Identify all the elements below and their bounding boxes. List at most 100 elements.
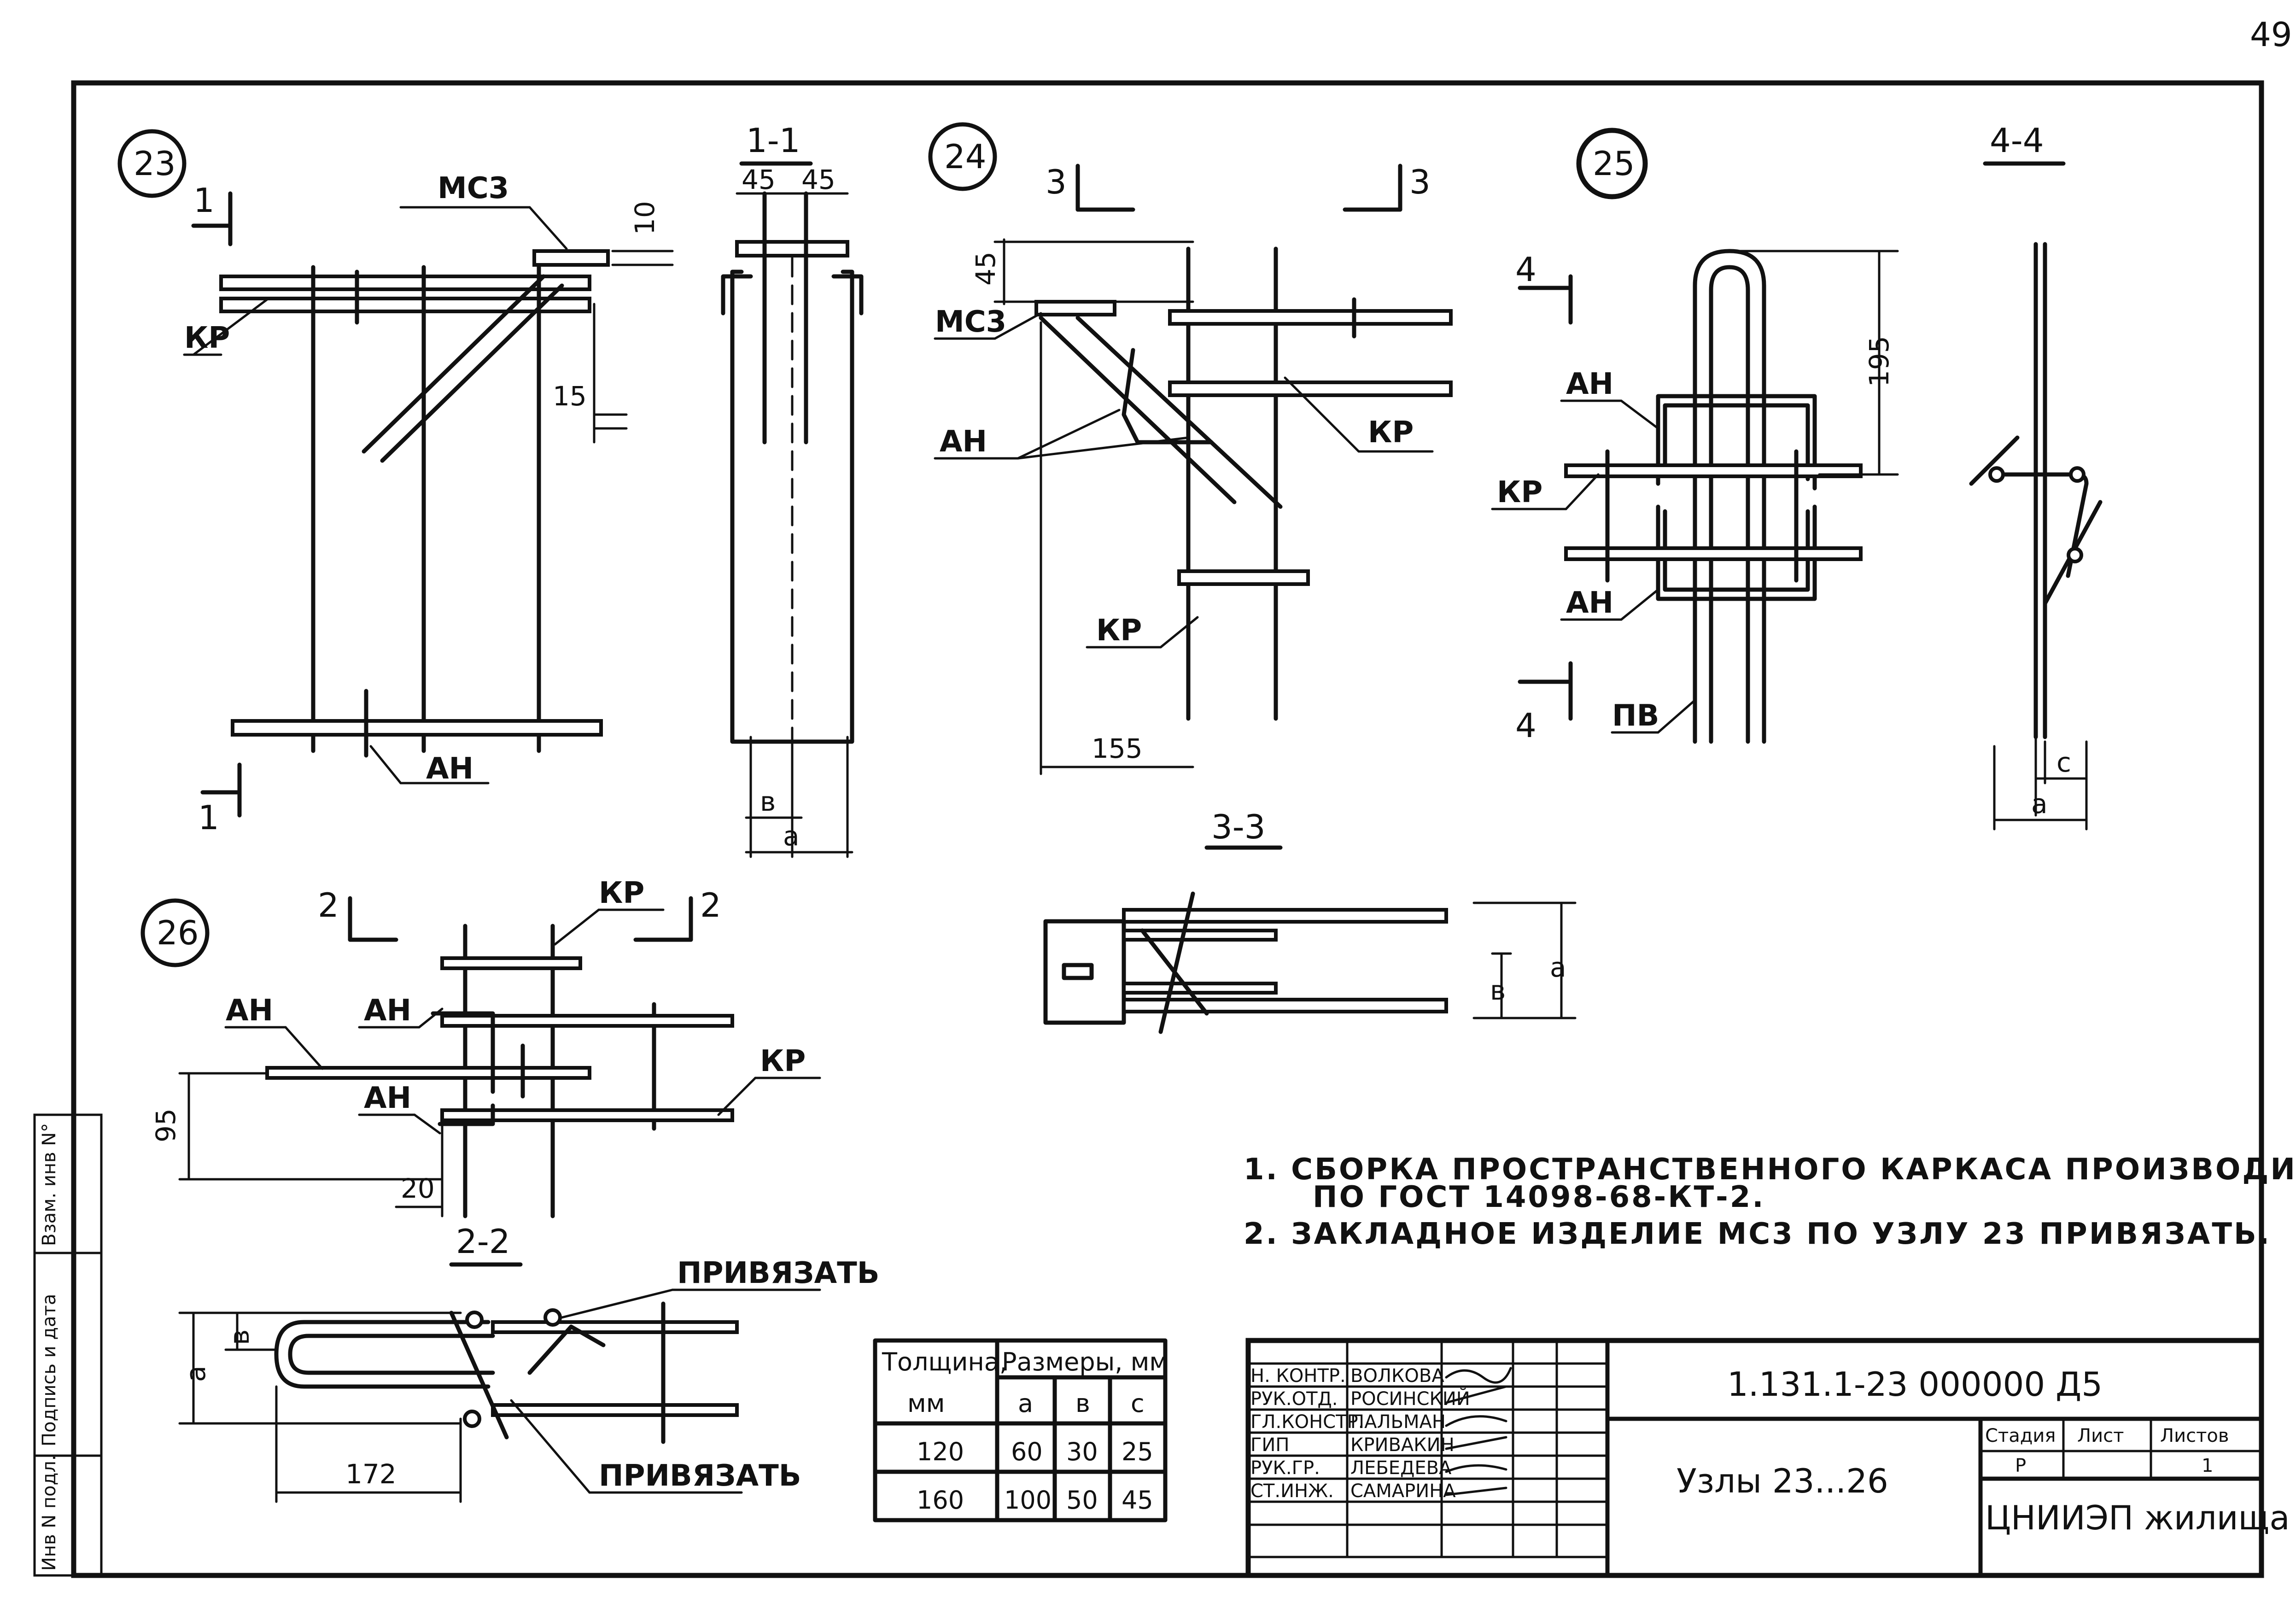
note-1-cont: ПО ГОСТ 14098-68-КТ-2.	[1313, 1180, 1765, 1214]
node-26-kr-top: КР	[599, 876, 644, 910]
node-24-label: 24	[944, 137, 987, 176]
table-row1-c: 25	[1122, 1437, 1153, 1466]
stamp-name-1: ВОЛКОВА	[1350, 1365, 1444, 1387]
page-number: 49	[2250, 15, 2292, 54]
node-23-an: АН	[426, 752, 473, 786]
section-2-2-dim-b: в	[224, 1329, 255, 1345]
section-1-1: 1-1 45 45 в а	[721, 121, 864, 858]
node-26-dim-20: 20	[401, 1173, 435, 1204]
node-24-kr-top: КР	[1368, 416, 1414, 450]
stamp-org: ЦНИИЭП жилища	[1985, 1498, 2290, 1537]
stamp-code: 1.131.1-23 000000 Д5	[1727, 1365, 2103, 1404]
table-row2-c: 45	[1122, 1486, 1153, 1515]
table-row2-a: 100	[1004, 1486, 1052, 1515]
section-3-3-title: 3-3	[1211, 808, 1266, 846]
node-23-dim-15: 15	[553, 380, 587, 412]
stamp-role-1: Н. КОНТР.	[1250, 1365, 1346, 1387]
section-1-1-dim-b: в	[760, 786, 776, 817]
node-25-an-bottom: АН	[1566, 586, 1613, 620]
node-26-an-left: АН	[226, 994, 273, 1028]
section-2-2-dim-172: 172	[345, 1458, 397, 1490]
section-1-1-title: 1-1	[746, 121, 800, 160]
note-1: 1. СБОРКА ПРОСТРАНСТВЕННОГО КАРКАСА ПРОИ…	[1244, 1152, 2296, 1187]
section-1-1-dim-45a: 45	[742, 164, 776, 195]
table-col-c: с	[1131, 1389, 1145, 1418]
node-26-dim-95: 95	[150, 1108, 181, 1142]
cut-1-top: 1	[193, 181, 215, 220]
node-25-kr: КР	[1497, 475, 1542, 509]
sheet-frame	[71, 80, 2264, 1578]
table-head-thickness-unit: мм	[907, 1389, 945, 1418]
node-26-label: 26	[157, 913, 199, 952]
node-25-pv: ПВ	[1612, 699, 1659, 733]
table-col-a: а	[1018, 1389, 1033, 1418]
node-24-dim-45: 45	[970, 252, 1001, 286]
stamp-name-5: ЛЕБЕДЕВА	[1350, 1458, 1452, 1479]
table-col-b: в	[1075, 1389, 1090, 1418]
cut-2-right: 2	[700, 886, 721, 925]
node-25: 25 4 4 АН КР АН ПВ 195	[1491, 128, 1899, 745]
stamp-name-6: САМАРИНА	[1350, 1481, 1456, 1502]
table-row1-b: 30	[1066, 1437, 1098, 1466]
note-2: 2. ЗАКЛАДНОЕ ИЗДЕЛИЕ МС3 ПО УЗЛУ 23 ПРИВ…	[1244, 1217, 2271, 1251]
node-26: 26 2 2 КР АН АН КР АН	[140, 876, 821, 1218]
stamp-sheets: 1	[2202, 1455, 2213, 1476]
stamp-role-4: ГИП	[1250, 1434, 1289, 1456]
cut-2-left: 2	[318, 886, 339, 925]
node-25-dim-195: 195	[1864, 336, 1895, 387]
cut-3-left: 3	[1046, 163, 1067, 201]
table-row2-b: 50	[1066, 1486, 1098, 1515]
stamp-role-6: СТ.ИНЖ.	[1250, 1481, 1334, 1502]
table-head-sizes: Размеры, мм	[1002, 1347, 1168, 1376]
size-table: Толщина, мм Размеры, мм а в с 120 60 30 …	[873, 1338, 1168, 1522]
section-2-2-title: 2-2	[456, 1222, 510, 1261]
node-26-kr-right: КР	[760, 1044, 806, 1078]
stamp-stage: Р	[2015, 1455, 2026, 1476]
section-1-1-dim-a: а	[783, 820, 800, 852]
section-2-2-dim-a: а	[180, 1365, 211, 1382]
table-row1-t: 120	[917, 1437, 964, 1466]
stamp-sheets-label: Листов	[2160, 1425, 2229, 1446]
section-3-3: 3-3 а в	[1043, 808, 1577, 1034]
stamp-name-3: ПАЛЬМАН	[1350, 1411, 1446, 1433]
strip-sign-label: Подпись и дата	[39, 1294, 60, 1446]
cut-4-top: 4	[1515, 250, 1537, 289]
stamp-sheet-label: Лист	[2077, 1425, 2124, 1446]
stamp-stage-label: Стадия	[1985, 1425, 2056, 1446]
section-2-2-privyazat-bottom: ПРИВЯЗАТЬ	[599, 1459, 801, 1493]
table-row1-a: 60	[1011, 1437, 1043, 1466]
node-25-label: 25	[1593, 144, 1635, 183]
section-4-4-title: 4-4	[1990, 121, 2044, 160]
stamp-role-5: РУК.ГР.	[1250, 1458, 1320, 1479]
notes: 1. СБОРКА ПРОСТРАНСТВЕННОГО КАРКАСА ПРОИ…	[1244, 1152, 2296, 1251]
section-1-1-dim-45b: 45	[801, 164, 835, 195]
node-25-an-top: АН	[1566, 367, 1613, 401]
node-24: 24 3 3 МС3 АН КР КР 45	[928, 122, 1453, 775]
section-4-4: 4-4 с а	[1969, 121, 2103, 831]
node-23: 23 1 1 МС3 АН КР 10	[117, 129, 674, 837]
node-24-mc3: МС3	[935, 305, 1006, 339]
node-24-an: АН	[940, 425, 987, 459]
title-block: Н. КОНТР. РУК.ОТД. ГЛ.КОНСТР. ГИП РУК.ГР…	[1245, 1338, 2290, 1578]
stamp-role-2: РУК.ОТД.	[1250, 1388, 1338, 1410]
node-23-dim-10: 10	[629, 201, 660, 235]
stamp-role-3: ГЛ.КОНСТР.	[1250, 1411, 1364, 1433]
section-2-2: 2-2 ПРИВЯЗАТЬ ПРИВЯЗАТЬ а в 172	[178, 1222, 880, 1503]
node-26-an-mid: АН	[364, 994, 411, 1028]
table-row2-t: 160	[917, 1486, 964, 1515]
stamp-title: Узлы 23...26	[1677, 1462, 1888, 1500]
node-23-label: 23	[134, 144, 176, 183]
section-2-2-privyazat-top: ПРИВЯЗАТЬ	[677, 1256, 880, 1290]
section-3-3-dim-b: в	[1490, 975, 1506, 1006]
section-4-4-dim-a: а	[2031, 788, 2048, 819]
strip-inv-label: Инв N подл.	[39, 1455, 60, 1571]
cut-4-bottom: 4	[1515, 706, 1537, 745]
section-3-3-dim-a: а	[1550, 952, 1566, 983]
node-26-an-bottom: АН	[364, 1081, 411, 1115]
signature-scribbles	[1445, 1367, 1512, 1496]
node-23-kr: КР	[184, 321, 230, 355]
node-23-mc3: МС3	[438, 171, 509, 205]
node-24-dim-155: 155	[1092, 733, 1143, 764]
